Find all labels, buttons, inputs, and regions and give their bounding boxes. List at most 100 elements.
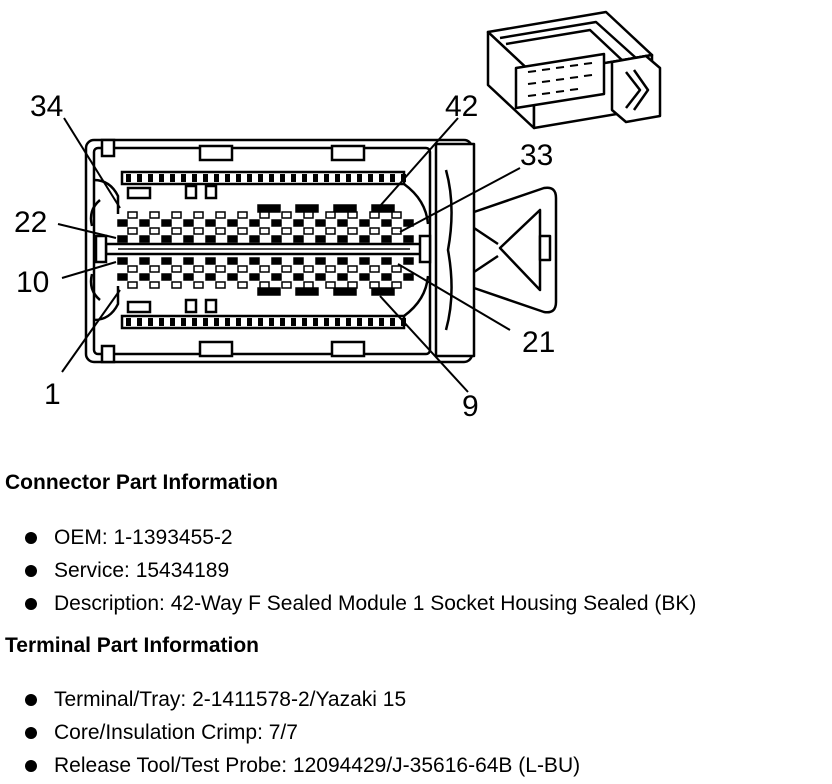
- terminal-cavity: [259, 265, 270, 273]
- pin-label-33: 33: [520, 139, 553, 172]
- terminal-cavity: [139, 235, 150, 243]
- terminal-cavity: [293, 273, 304, 281]
- rib-tick: [335, 318, 340, 326]
- terminal-cavity: [347, 227, 358, 235]
- rib-tick: [170, 174, 175, 182]
- terminal-cavity: [183, 235, 194, 243]
- terminal-cavity: [337, 219, 348, 227]
- terminal-cavity: [117, 219, 128, 227]
- connector-diagram: 34 42 33 22 10 21 1 9: [14, 10, 662, 423]
- terminal-cavity: [271, 235, 282, 243]
- terminal-cavity: [293, 257, 304, 265]
- leader-34: [63, 117, 121, 209]
- terminal-cavity: [249, 219, 260, 227]
- rib-tick: [225, 318, 230, 326]
- terminal-cavity: [303, 211, 314, 219]
- terminal-cavity: [117, 257, 128, 265]
- rib-tick: [203, 174, 208, 182]
- rib-tick: [181, 174, 186, 182]
- terminal-cavity: [149, 211, 160, 219]
- leader-9: [379, 295, 469, 393]
- rib-tick: [390, 318, 395, 326]
- terminal-cavity: [127, 227, 138, 235]
- leader-22: [57, 223, 117, 239]
- terminal-cavity: [315, 257, 326, 265]
- terminal-cavity: [205, 273, 216, 281]
- bullet-icon: [25, 760, 37, 772]
- terminal-cavity: [403, 257, 414, 265]
- list-item: Terminal/Tray: 2-1411578-2/Yazaki 15: [22, 683, 580, 716]
- pin-label-21: 21: [522, 326, 555, 359]
- bullet-icon: [25, 532, 37, 544]
- terminal-cavity: [315, 219, 326, 227]
- terminal-cavity: [325, 281, 336, 289]
- terminal-cavity: [149, 227, 160, 235]
- rib-ticks: [126, 174, 406, 326]
- terminal-cavity: [295, 287, 319, 296]
- terminal-cavity: [215, 265, 226, 273]
- bullet-icon: [25, 598, 37, 610]
- terminal-cavity: [359, 273, 370, 281]
- terminal-cavity: [139, 273, 150, 281]
- terminal-cavity: [139, 219, 150, 227]
- rib-tick: [126, 318, 131, 326]
- terminal-cavity: [259, 227, 270, 235]
- terminal-cavity: [391, 211, 402, 219]
- terminal-crimp: Core/Insulation Crimp: 7/7: [54, 721, 298, 744]
- terminal-cavity: [371, 287, 395, 296]
- terminal-cavity: [215, 211, 226, 219]
- rib-tick: [203, 318, 208, 326]
- terminal-cavity: [249, 235, 260, 243]
- list-item: OEM: 1-1393455-2: [22, 521, 696, 554]
- connector-info-list: OEM: 1-1393455-2 Service: 15434189 Descr…: [22, 521, 696, 620]
- rib-tick: [181, 318, 186, 326]
- rib-tick: [214, 318, 219, 326]
- bullet-icon: [25, 727, 37, 739]
- terminal-cavity: [333, 287, 357, 296]
- terminal-cavity: [281, 227, 292, 235]
- rib-tick: [258, 318, 263, 326]
- connector-oem: OEM: 1-1393455-2: [54, 526, 233, 549]
- terminal-cavity: [293, 219, 304, 227]
- terminal-cavity: [227, 257, 238, 265]
- terminal-cavity: [227, 235, 238, 243]
- terminal-cavity: [205, 235, 216, 243]
- rib-tick: [379, 318, 384, 326]
- terminal-cavity: [293, 235, 304, 243]
- terminal-cavity: [369, 227, 380, 235]
- terminal-cavity: [139, 257, 150, 265]
- terminal-cavity: [303, 227, 314, 235]
- terminal-cavity: [259, 211, 270, 219]
- rib-tick: [159, 174, 164, 182]
- rib-tick: [148, 174, 153, 182]
- bullet-icon: [25, 565, 37, 577]
- rib-tick: [269, 174, 274, 182]
- rib-tick: [379, 174, 384, 182]
- rib-tick: [313, 174, 318, 182]
- terminal-cavity: [371, 204, 395, 213]
- terminal-cavity: [271, 219, 282, 227]
- terminal-cavity: [149, 265, 160, 273]
- terminal-cavity: [183, 219, 194, 227]
- terminal-cavity: [315, 273, 326, 281]
- bullet-icon: [25, 694, 37, 706]
- terminal-cavity: [337, 257, 348, 265]
- leader-1: [61, 289, 121, 373]
- terminal-cavity: [205, 257, 216, 265]
- terminal-cavity: [127, 281, 138, 289]
- terminal-cavity: [381, 235, 392, 243]
- terminal-cavity: [193, 265, 204, 273]
- terminal-cavity: [359, 257, 370, 265]
- terminal-cavity: [127, 265, 138, 273]
- rib-tick: [269, 318, 274, 326]
- rib-tick: [247, 318, 252, 326]
- rib-tick: [258, 174, 263, 182]
- rib-tick: [137, 174, 142, 182]
- terminal-cavity: [381, 219, 392, 227]
- terminal-cavity: [295, 204, 319, 213]
- rib-tick: [280, 174, 285, 182]
- terminal-cavity: [149, 281, 160, 289]
- pin-label-10: 10: [16, 266, 49, 299]
- rib-tick: [390, 174, 395, 182]
- terminal-cavity: [171, 265, 182, 273]
